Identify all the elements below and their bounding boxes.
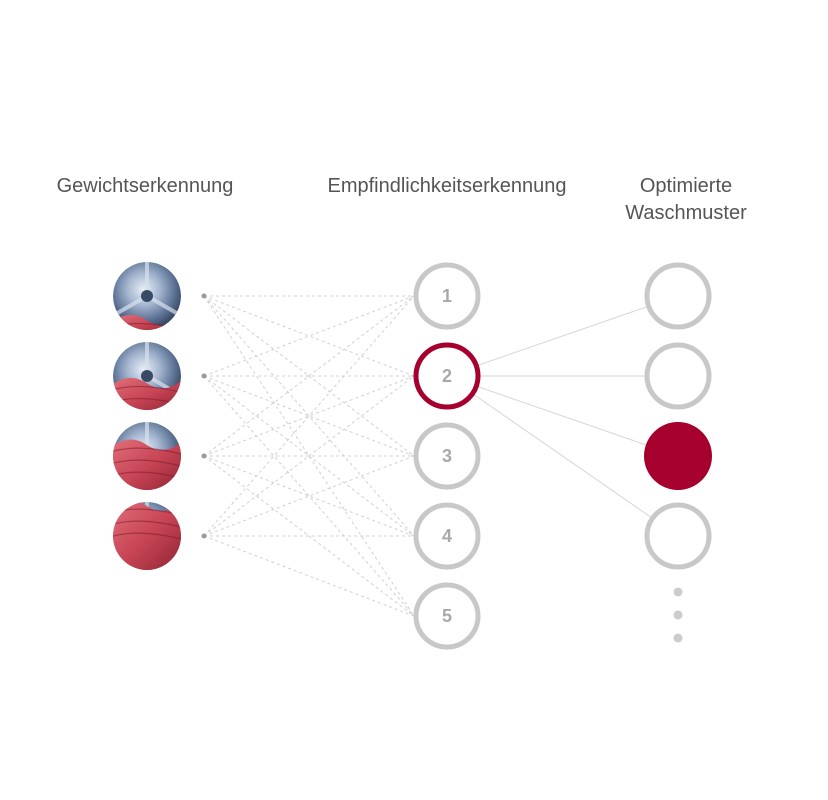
dashed-connector-1-5 [203,295,415,617]
sensitivity-node-5: 5 [413,582,481,650]
pattern-node-selected [644,422,712,490]
sensitivity-detection-column: 1 2 3 4 5 [413,262,481,650]
dashed-connector-2-3 [203,375,415,457]
connector-dot [201,373,207,379]
more-patterns-indicator: ⋮ [673,587,683,643]
weight-detection-column [113,262,207,570]
dashed-connector-3-4 [203,455,415,537]
dashed-connector-1-4 [203,295,415,537]
sensitivity-node-label: 5 [442,606,452,626]
dashed-connector-2-5 [203,375,415,617]
pattern-node-1 [644,262,712,330]
dashed-connector-3-2 [203,375,415,457]
sensitivity-node-2: 2 [413,342,481,410]
load-level-1 [113,262,207,330]
connector-dot [201,293,207,299]
weight-to-sensitivity-connectors [203,295,415,617]
optimized-patterns-column: ⋮ [644,262,712,643]
weight-detection-header: Gewichtserkennung [56,175,234,197]
dashed-connector-4-5 [203,535,415,617]
load-level-2 [113,342,207,410]
pattern-node-2 [644,342,712,410]
sensitivity-node-label: 1 [442,286,452,306]
dashed-connector-3-1 [203,295,415,457]
sensitivity-node-label: 2 [442,366,452,386]
solid-connector-1 [476,305,649,367]
fabric-image [113,439,181,490]
dashed-connector-2-1 [203,295,415,377]
solid-connector-4 [472,393,653,519]
connector-dot [201,533,207,539]
load-level-4 [113,502,207,570]
sensitivity-node-label: 4 [442,526,452,546]
sensitivity-node-4: 4 [413,502,481,570]
dashed-connector-4-2 [203,375,415,537]
optimized-patterns-header: Optimierte Waschmuster [598,173,774,227]
dashed-connector-4-1 [203,295,415,537]
connector-dot [201,453,207,459]
fabric-image [113,502,181,570]
sensitivity-to-pattern-connectors [472,305,653,519]
sensitivity-node-1: 1 [413,262,481,330]
dashed-connector-1-2 [203,295,415,377]
pattern-node-4 [644,502,712,570]
load-level-3 [113,422,207,490]
optimized-patterns-header-line1: Optimierte [639,175,733,197]
solid-connector-3 [476,385,649,447]
sensitivity-detection-header: Empfindlichkeitserkennung [327,175,567,197]
optimized-patterns-header-line2: Waschmuster [625,202,747,224]
sensitivity-node-3: 3 [413,422,481,490]
dashed-connector-4-3 [203,455,415,537]
sensitivity-node-label: 3 [442,446,452,466]
